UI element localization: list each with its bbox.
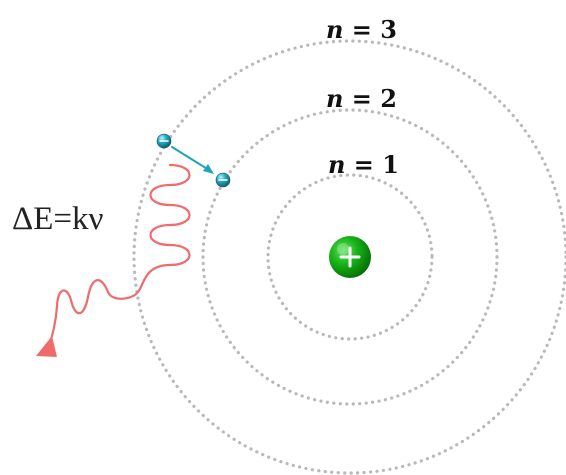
nucleus <box>329 236 371 278</box>
nucleus-highlight <box>337 243 349 255</box>
orbit-label-n3-equals: = <box>343 15 380 44</box>
orbit-label-n2: n = 2 <box>326 84 397 113</box>
orbit-label-n1-prefix: n <box>328 150 345 179</box>
orbit-label-n1-value: 1 <box>382 150 399 179</box>
photon-arrowhead <box>36 336 57 357</box>
orbit-label-n3-prefix: n <box>326 15 343 44</box>
electron-inner <box>216 173 230 187</box>
orbit-label-n2-prefix: n <box>326 84 343 113</box>
orbit-label-n3-value: 3 <box>380 15 397 44</box>
electron-outer <box>157 134 171 148</box>
transition-arrowhead <box>203 164 214 174</box>
orbit-label-n3: n = 3 <box>326 15 397 44</box>
electron-transition-arrow <box>172 147 214 174</box>
energy-label: ΔE=kν <box>12 201 103 237</box>
orbit-label-n1: n = 1 <box>328 150 399 179</box>
orbit-label-n1-equals: = <box>345 150 382 179</box>
photon-wave <box>48 165 190 349</box>
orbit-label-n2-value: 2 <box>380 84 397 113</box>
orbit-label-n2-equals: = <box>343 84 380 113</box>
